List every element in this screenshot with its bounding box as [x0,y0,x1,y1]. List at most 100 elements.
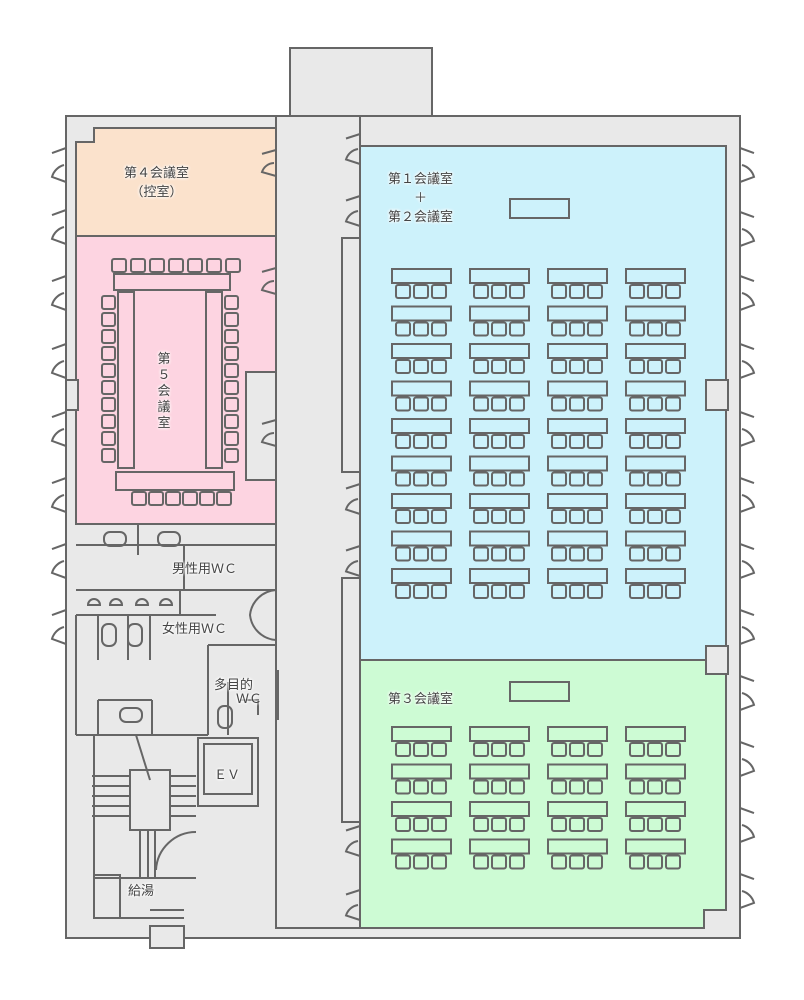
desk [625,568,686,584]
door-icon [50,543,67,579]
chair [395,817,411,832]
chair [431,742,447,757]
desk [625,343,686,359]
chair [130,258,146,273]
stair-landing [149,925,185,949]
desk [547,493,608,509]
chair [491,779,507,795]
chair [647,434,663,449]
chair [509,284,525,299]
chair [587,471,603,487]
desk [625,530,686,547]
chair [395,509,411,524]
chair [647,742,663,757]
chair [187,258,203,273]
chair [395,396,411,412]
chair [491,321,507,337]
chair [647,817,663,832]
kitchenette-label: 給湯 [128,884,155,899]
desk [625,268,686,284]
table [113,273,231,291]
chair [587,359,603,374]
chair [665,509,681,524]
table [115,471,235,491]
chair [647,584,663,599]
desk [469,493,530,509]
chair [224,431,239,446]
door-icon [260,267,277,295]
chair [569,434,585,449]
chair [395,779,411,795]
desk [625,455,686,472]
chair [149,258,165,273]
chair [647,321,663,337]
chair [509,321,525,337]
chair [491,854,507,870]
desk [547,838,608,855]
door-icon [260,149,277,177]
chair [551,854,567,870]
chair [665,434,681,449]
door-icon [344,825,361,857]
chair [101,380,116,395]
chair [569,509,585,524]
door-icon [50,275,67,311]
desk [391,343,452,359]
womens-wc-label: 女性用ＷＣ [162,622,228,637]
chair [395,742,411,757]
chair [491,742,507,757]
chair [587,854,603,870]
desk [469,380,530,397]
chair [182,491,198,506]
chair [569,396,585,412]
chair [647,359,663,374]
door-icon [739,741,756,777]
chair [491,546,507,562]
chair [491,396,507,412]
chair [413,817,429,832]
chair [101,329,116,344]
chair [431,359,447,374]
desk [625,493,686,509]
toilet-icon [119,707,143,723]
chair [395,434,411,449]
chair [413,546,429,562]
room-4-label: 第４会議室（控室） [124,166,190,200]
chair [629,284,645,299]
chair [395,359,411,374]
desk [547,418,608,434]
chair [473,854,489,870]
chair [491,359,507,374]
chair [431,321,447,337]
chair [431,854,447,870]
chair [509,779,525,795]
chair [665,817,681,832]
chair [569,584,585,599]
chair [587,509,603,524]
desk [547,455,608,472]
desk [391,726,452,742]
chair [551,584,567,599]
chair [509,434,525,449]
desk [391,530,452,547]
door-icon [739,807,756,843]
door-icon [739,873,756,909]
chair [587,321,603,337]
chair [629,434,645,449]
chair [551,817,567,832]
door-icon [739,275,756,311]
chair [413,434,429,449]
chair [413,584,429,599]
chair [473,509,489,524]
top-annex [289,47,433,117]
chair [224,397,239,412]
chair [473,284,489,299]
chair [629,584,645,599]
desk [547,801,608,817]
chair [551,779,567,795]
desk [469,343,530,359]
chair [569,854,585,870]
chair [101,448,116,463]
partition-wall [341,577,361,823]
chair [165,491,181,506]
